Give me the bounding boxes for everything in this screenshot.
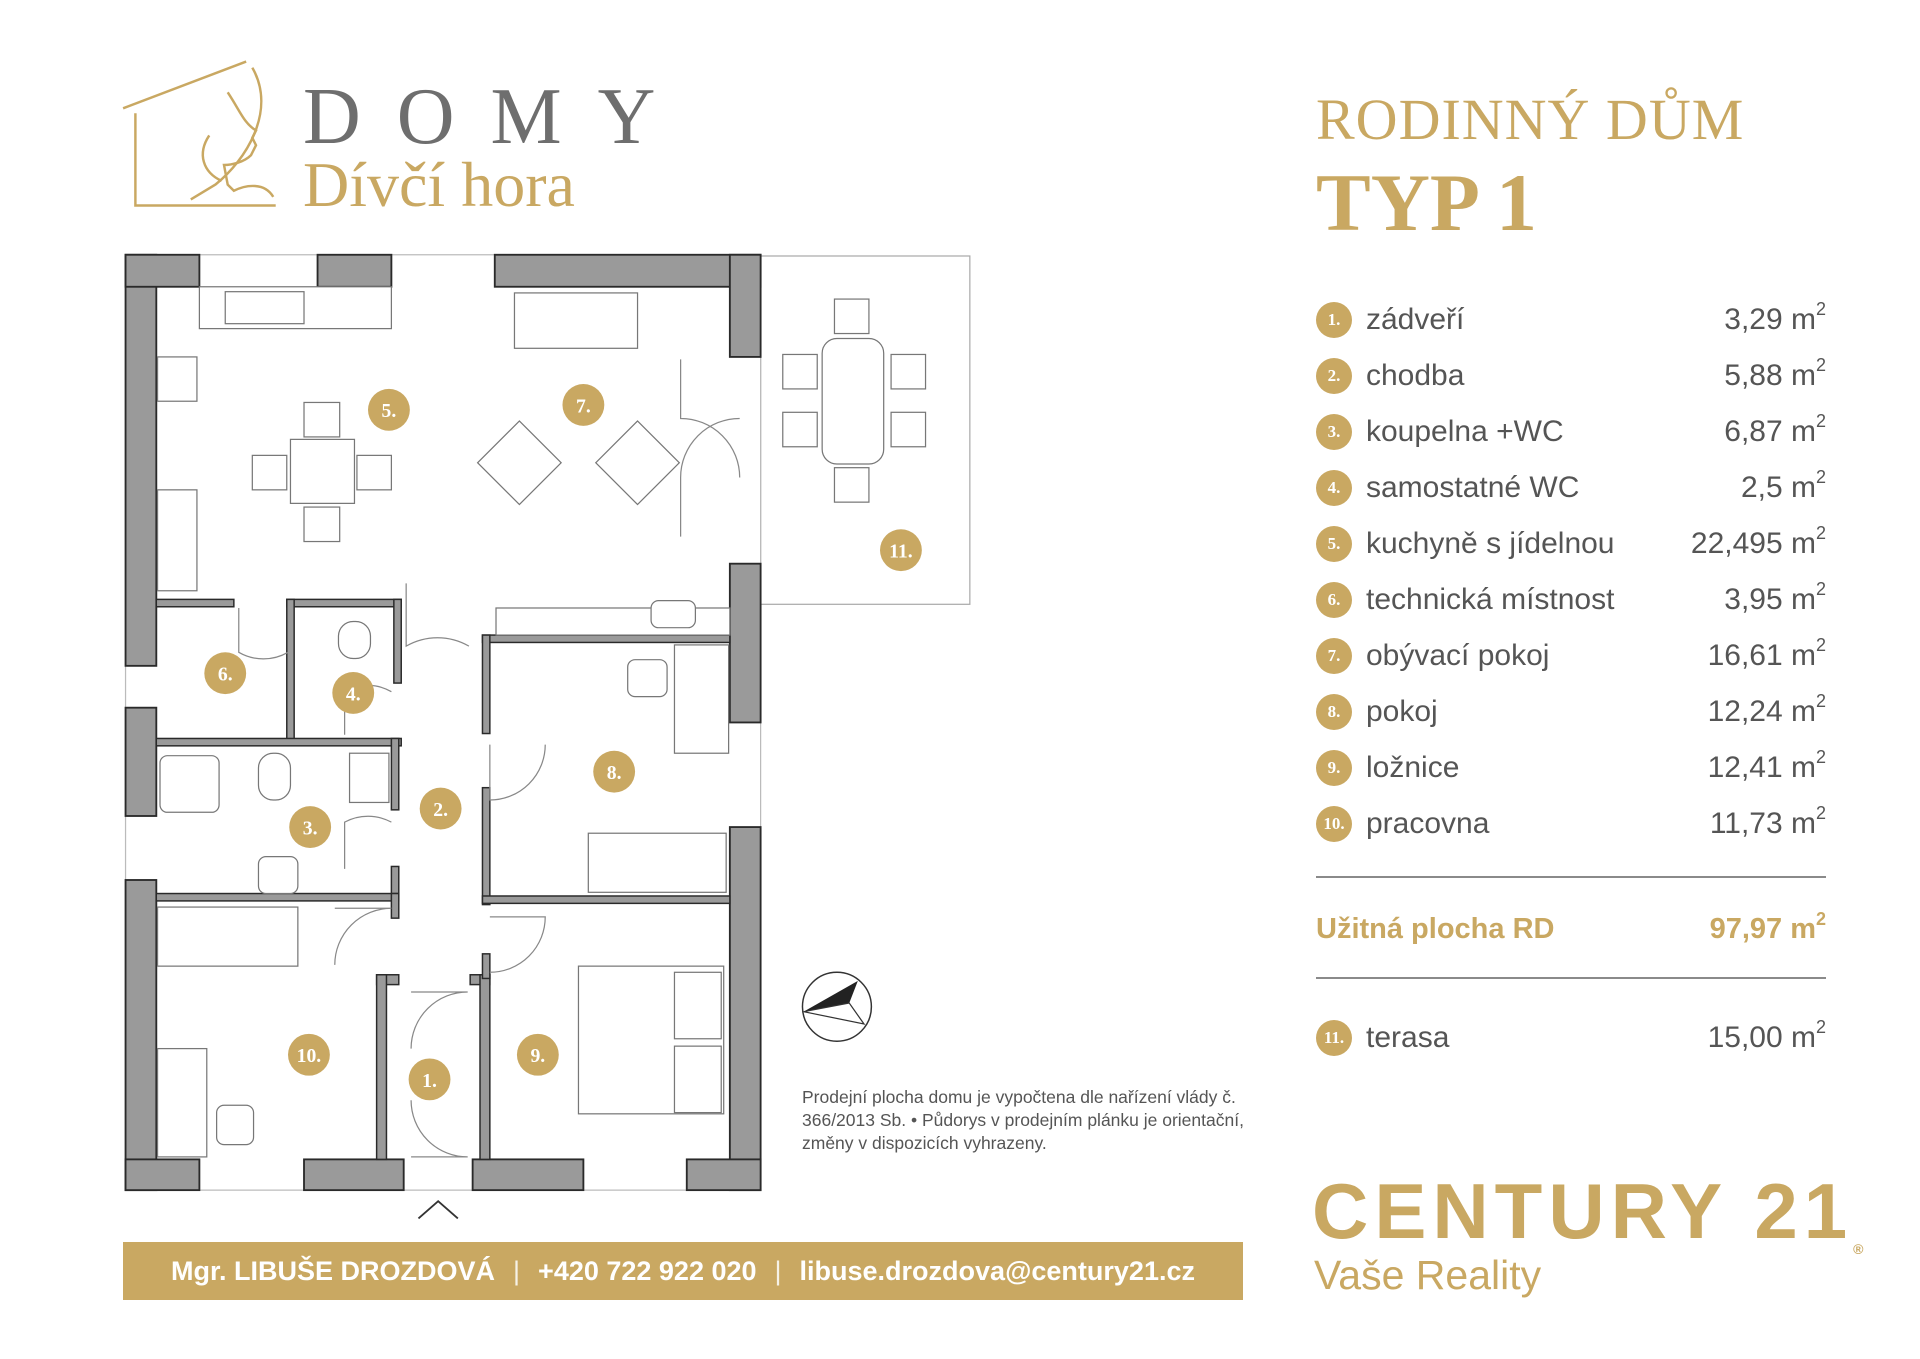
room-name: technická místnost bbox=[1366, 583, 1615, 616]
plan-room-number: 6. bbox=[218, 664, 233, 686]
heading-typ: TYP 1 bbox=[1316, 157, 1537, 248]
room-row: 8. pokoj 12,24 m2 bbox=[1316, 690, 1826, 734]
room-number-badge: 7. bbox=[1316, 638, 1352, 674]
century21-logo: CENTURY 21® bbox=[1312, 1167, 1864, 1257]
room-area: 5,88 m2 bbox=[1724, 355, 1826, 392]
room-number-badge: 11. bbox=[1316, 1020, 1352, 1056]
room-area: 22,495 m2 bbox=[1690, 523, 1826, 560]
room-area: 12,41 m2 bbox=[1707, 747, 1826, 784]
room-name: koupelna +WC bbox=[1366, 415, 1564, 448]
plan-room-badge bbox=[288, 1033, 330, 1076]
plan-room-number: 2. bbox=[433, 799, 448, 821]
room-row: 6. technická místnost 3,95 m2 bbox=[1316, 578, 1826, 622]
plan-room-number: 4. bbox=[346, 683, 361, 705]
room-name: terasa bbox=[1366, 1021, 1450, 1054]
total-row: Užitná plocha RD 97,97 m2 bbox=[1316, 907, 1826, 951]
room-name: samostatné WC bbox=[1366, 471, 1580, 504]
contact-bar: Mgr. LIBUŠE DROZDOVÁ | +420 722 922 020 … bbox=[123, 1242, 1243, 1300]
plan-room-badge bbox=[593, 750, 636, 793]
plan-room-number: 3. bbox=[303, 817, 318, 839]
room-area: 6,87 m2 bbox=[1724, 411, 1826, 448]
disclaimer-note: Prodejní plocha domu je vypočtena dle na… bbox=[802, 1087, 1244, 1153]
terrace-row: 11. terasa 15,00 m2 bbox=[1316, 1016, 1826, 1060]
compass-icon bbox=[801, 971, 873, 1042]
room-area: 3,29 m2 bbox=[1724, 299, 1826, 336]
plan-room-badge bbox=[204, 652, 247, 695]
logo-domy: DOMY bbox=[303, 73, 692, 161]
room-number-badge: 1. bbox=[1316, 302, 1352, 338]
divider bbox=[1316, 977, 1826, 979]
room-name: kuchyně s jídelnou bbox=[1366, 527, 1615, 560]
room-name: chodba bbox=[1366, 359, 1465, 392]
separator: | bbox=[774, 1255, 782, 1286]
plan-room-badge bbox=[516, 1033, 559, 1076]
total-area: 97,97 m2 bbox=[1709, 908, 1826, 945]
agent-email[interactable]: libuse.drozdova@century21.cz bbox=[799, 1255, 1195, 1286]
plan-room-badge bbox=[419, 787, 462, 830]
room-number-badge: 3. bbox=[1316, 414, 1352, 450]
room-name: ložnice bbox=[1366, 751, 1460, 784]
room-row: 3. koupelna +WC 6,87 m2 bbox=[1316, 410, 1826, 454]
room-area: 11,73 m2 bbox=[1709, 803, 1826, 840]
room-area: 2,5 m2 bbox=[1740, 467, 1826, 504]
plan-room-number: 9. bbox=[530, 1045, 545, 1067]
total-label: Užitná plocha RD bbox=[1316, 912, 1555, 945]
room-number-badge: 10. bbox=[1316, 806, 1352, 842]
room-row: 4. samostatné WC 2,5 m2 bbox=[1316, 466, 1826, 510]
room-row: 1. zádveří 3,29 m2 bbox=[1316, 298, 1826, 342]
plan-room-badge bbox=[332, 671, 375, 714]
separator: | bbox=[513, 1255, 521, 1286]
plan-room-number: 10. bbox=[297, 1045, 322, 1067]
room-area: 3,95 m2 bbox=[1724, 579, 1826, 616]
logo-house-face-icon bbox=[122, 60, 276, 207]
room-number-badge: 8. bbox=[1316, 694, 1352, 730]
plan-room-number: 11. bbox=[889, 541, 913, 563]
room-row: 5. kuchyně s jídelnou 22,495 m2 bbox=[1316, 522, 1826, 566]
room-number-badge: 9. bbox=[1316, 750, 1352, 786]
agent-phone[interactable]: +420 722 922 020 bbox=[538, 1255, 757, 1286]
room-row: 7. obývací pokoj 16,61 m2 bbox=[1316, 634, 1826, 678]
room-area: 12,24 m2 bbox=[1707, 691, 1826, 728]
room-number-badge: 2. bbox=[1316, 358, 1352, 394]
room-row: 9. ložnice 12,41 m2 bbox=[1316, 746, 1826, 790]
door-swings bbox=[238, 359, 741, 1158]
room-badges: 1. 2. 3. 4. 5. 6. 7. 8. 9. 10. 11. bbox=[204, 383, 922, 1101]
room-name: pokoj bbox=[1366, 695, 1438, 728]
plan-room-number: 1. bbox=[422, 1070, 437, 1092]
agent-name: Mgr. LIBUŠE DROZDOVÁ bbox=[171, 1255, 496, 1286]
plan-room-badge bbox=[289, 806, 332, 848]
divider bbox=[1316, 876, 1826, 878]
walls bbox=[124, 253, 762, 1192]
logo-divci-hora: Dívčí hora bbox=[303, 149, 575, 220]
plan-room-badge bbox=[562, 383, 605, 426]
room-row: 10. pracovna 11,73 m2 bbox=[1316, 802, 1826, 846]
room-number-badge: 5. bbox=[1316, 526, 1352, 562]
room-number-badge: 6. bbox=[1316, 582, 1352, 618]
room-area: 15,00 m2 bbox=[1707, 1017, 1826, 1054]
plan-room-badge bbox=[880, 529, 922, 572]
plan-room-badge bbox=[408, 1058, 451, 1101]
agency-tagline: Vaše Reality bbox=[1314, 1252, 1542, 1298]
plan-room-number: 8. bbox=[607, 762, 622, 784]
room-name: obývací pokoj bbox=[1366, 639, 1550, 672]
room-name: pracovna bbox=[1366, 807, 1490, 840]
interior-walls bbox=[155, 598, 731, 1161]
plan-room-number: 5. bbox=[382, 400, 397, 422]
room-area: 16,61 m2 bbox=[1707, 635, 1826, 672]
room-number-badge: 4. bbox=[1316, 470, 1352, 506]
heading-rodinny-dum: RODINNÝ DŮM bbox=[1316, 87, 1745, 152]
plan-room-number: 7. bbox=[576, 395, 591, 417]
furniture bbox=[156, 286, 927, 1158]
room-name: zádveří bbox=[1366, 303, 1465, 336]
room-row: 2. chodba 5,88 m2 bbox=[1316, 354, 1826, 398]
entrance-arrow-icon bbox=[417, 1199, 459, 1220]
plan-room-badge bbox=[368, 388, 410, 431]
